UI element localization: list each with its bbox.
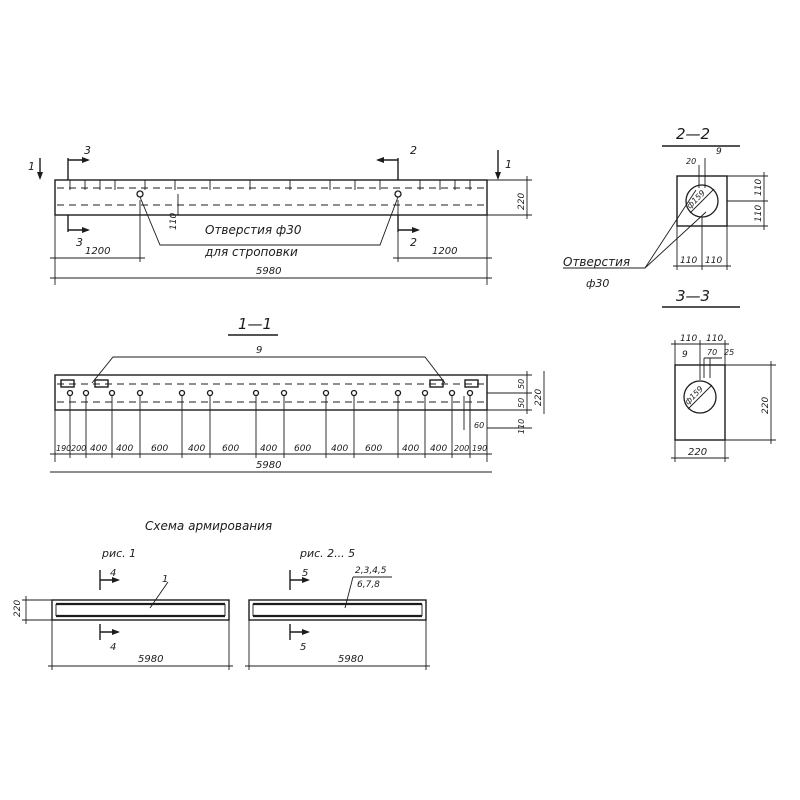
fig1-dim-height: 220 — [13, 600, 23, 617]
fig2-section-bottom: 5 — [300, 642, 306, 653]
fig2-pos-leader — [344, 576, 354, 609]
spacing-12: 400 — [402, 444, 419, 454]
plan-extension-lines — [54, 396, 488, 462]
lifting-note-line2: для строповки — [204, 245, 298, 259]
spacing-6: 400 — [188, 444, 205, 454]
lifting-hole-left — [136, 190, 144, 198]
spacing-4: 400 — [116, 444, 133, 454]
leader-2-2-b — [644, 211, 707, 269]
slot-right-1 — [429, 379, 444, 388]
spacing-13: 400 — [430, 444, 447, 454]
plan-dim-50a: 50 — [517, 379, 526, 389]
dim-2-2-w1: 110 — [680, 256, 697, 266]
lifting-hole-right — [394, 190, 402, 198]
plan-leader-9 — [91, 356, 446, 384]
section-mark-3-top: 3 — [84, 144, 91, 157]
dim-elevation-total: 5980 — [256, 266, 281, 277]
dim-2-2-20: 20 — [686, 157, 696, 166]
fig2-beam-outline — [248, 599, 427, 621]
section-mark-1-right: 1 — [505, 158, 512, 171]
plan-1-1: 1—1 9 190 — [50, 315, 545, 473]
fig1-pos-label: 1 — [162, 574, 168, 585]
section-mark-2-bottom: 2 — [410, 236, 417, 249]
dim-3-3-width: 220 — [688, 447, 707, 458]
plan-dim-110: 110 — [517, 419, 526, 434]
dim-3-3-w2: 110 — [706, 334, 723, 344]
note-2-2-line2: ф30 — [586, 277, 609, 290]
plan-1-1-title: 1—1 — [238, 315, 272, 333]
dim-2-2-h1: 110 — [754, 179, 764, 196]
spacing-5: 600 — [151, 444, 168, 454]
elevation-ticks — [69, 180, 471, 190]
dim-3-3-9: 9 — [682, 350, 688, 360]
dim-3-3-height: 220 — [761, 397, 771, 414]
spacing-3: 400 — [90, 444, 107, 454]
dim-hole-offset: 110 — [169, 213, 179, 230]
dim-3-3-w1: 110 — [680, 334, 697, 344]
plan-beam-outline — [54, 374, 488, 411]
dim-elevation-height: 220 — [517, 193, 527, 210]
dim-right-1200: 1200 — [432, 246, 457, 257]
fig2-pos-top: 2,3,4,5 — [355, 566, 387, 576]
leader-2-2-a — [644, 189, 697, 269]
fig2-pos-bottom: 6,7,8 — [357, 580, 380, 590]
section-mark-3-bottom: 3 — [76, 236, 83, 249]
fig1-label: рис. 1 — [101, 547, 136, 560]
note-2-2-line1: Отверстия — [563, 255, 630, 269]
slot-left-1 — [60, 379, 75, 388]
plan-dim-total: 5980 — [256, 460, 281, 471]
plan-dim-60: 60 — [474, 421, 484, 430]
dim-left-1200: 1200 — [85, 246, 110, 257]
section-mark-1-left: 1 — [28, 160, 35, 173]
fig1-section-bottom: 4 — [110, 642, 116, 653]
section-3-3: 3—3 ф159 110 110 9 70 25 220 220 — [662, 287, 776, 462]
plan-dim-220: 220 — [534, 389, 544, 406]
dim-3-3-25: 25 — [724, 348, 734, 357]
elevation-view: Отверстия ф30 для строповки 110 1 1 3 3 … — [28, 144, 532, 285]
plan-holes — [66, 389, 474, 397]
fig1-pos-leader — [149, 581, 169, 609]
slot-right-2 — [464, 379, 479, 388]
spacing-9: 600 — [294, 444, 311, 454]
spacing-8: 400 — [260, 444, 277, 454]
spacing-1: 190 — [56, 444, 71, 453]
section-2-2: 2—2 ф159 9 20 110 110 110 110 Отверстия … — [563, 125, 768, 290]
spacing-14: 200 — [454, 444, 469, 453]
section-3-3-title: 3—3 — [676, 287, 710, 305]
section-mark-2-top: 2 — [410, 144, 417, 157]
fig1-dim-length: 5980 — [138, 654, 163, 665]
dim-2-2-w2: 110 — [705, 256, 722, 266]
reinforcement-title: Схема армирования — [145, 519, 272, 533]
note-leader — [139, 196, 399, 246]
dim-2-2-9: 9 — [716, 147, 722, 157]
dim-3-3-70: 70 — [707, 348, 717, 357]
fig2-label: рис. 2... 5 — [299, 547, 355, 560]
spacing-15: 190 — [472, 444, 487, 453]
fig2-section-top: 5 — [302, 568, 308, 579]
elevation-beam-outline — [54, 179, 488, 216]
reinforcement-scheme: Схема армирования рис. 1 4 1 4 220 5980 … — [13, 519, 430, 670]
spacing-10: 400 — [331, 444, 348, 454]
spacing-2: 200 — [71, 444, 86, 453]
spacing-11: 600 — [365, 444, 382, 454]
spacing-7: 600 — [222, 444, 239, 454]
section-2-2-title: 2—2 — [676, 125, 710, 143]
plan-dim-50b: 50 — [517, 398, 526, 408]
plan-label-9: 9 — [256, 345, 262, 356]
fig1-section-top: 4 — [110, 568, 116, 579]
fig1-beam-outline — [51, 599, 230, 621]
dim-2-2-h2: 110 — [754, 205, 764, 222]
fig2-dim-length: 5980 — [338, 654, 363, 665]
slot-left-2 — [94, 379, 109, 388]
lifting-note-line1: Отверстия ф30 — [205, 223, 302, 237]
